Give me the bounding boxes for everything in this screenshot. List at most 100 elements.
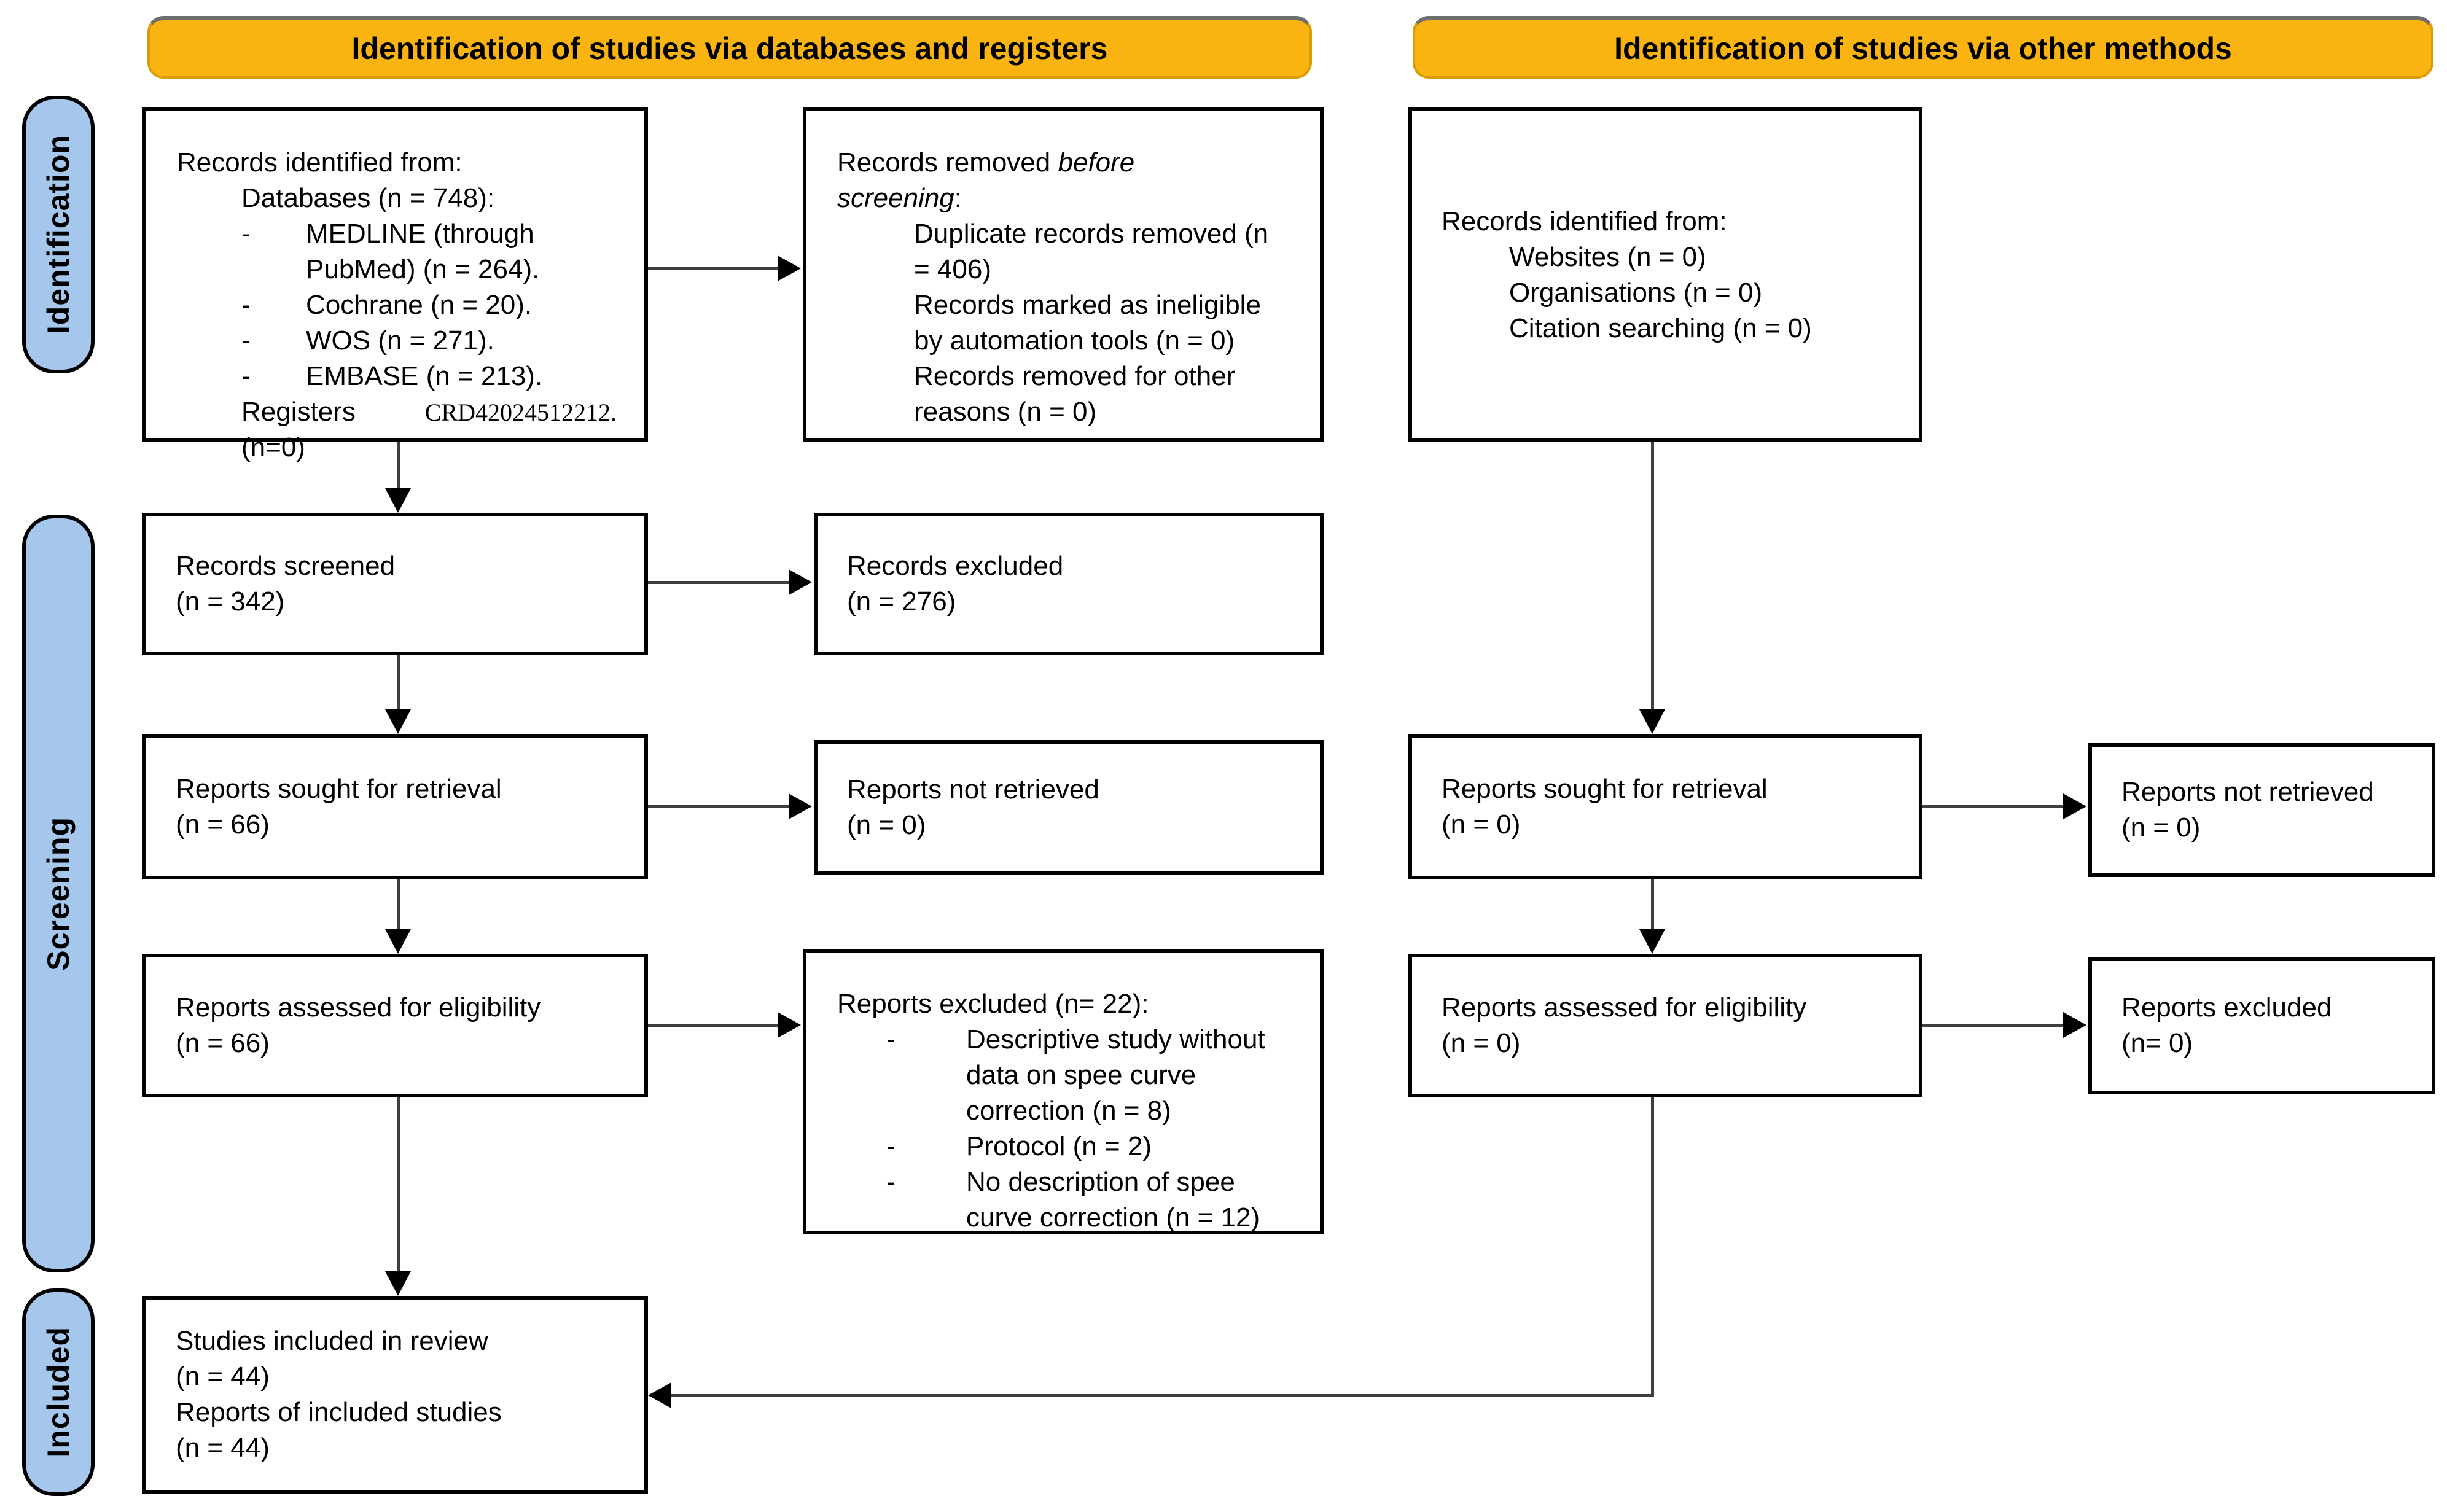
sidebar-included: Included: [22, 1288, 95, 1496]
arrow-otherassessed-to-included-head: [648, 1382, 671, 1408]
bullet-embase: - EMBASE (n = 213).: [241, 359, 617, 394]
arrow-otheridentified-to-sought-line: [1651, 442, 1654, 709]
arrow-otherassessed-to-included-line: [671, 1394, 1654, 1397]
banner-databases-label: Identification of studies via databases …: [351, 31, 1108, 66]
bullet-cochrane: - Cochrane (n = 20).: [241, 287, 617, 323]
other-citation-searching: Citation searching (n = 0): [1509, 313, 1812, 343]
box-reports-excluded-reasons: Reports excluded (n= 22): - Descriptive …: [803, 949, 1324, 1234]
reports-assessed-db-label: Reports assessed for eligibility: [176, 992, 541, 1023]
studies-included-count: (n = 44): [176, 1362, 270, 1392]
reports-not-retrieved-other-label: Reports not retrieved: [2121, 777, 2374, 807]
sidebar-identification-label: Identification: [41, 134, 76, 335]
arrow-sought-to-notretrieved-db-head: [789, 793, 812, 819]
reports-assessed-db-count: (n = 66): [176, 1028, 270, 1058]
excluded-reason-no-description: - No description of spee curve correctio…: [886, 1164, 1292, 1236]
banner-databases-registers: Identification of studies via databases …: [147, 16, 1312, 79]
arrow-identified-to-removed-line: [648, 267, 781, 270]
box-reports-not-retrieved-other: Reports not retrieved (n = 0): [2088, 743, 2435, 877]
bullet-dash: -: [241, 325, 251, 356]
records-excluded-count: (n = 276): [847, 586, 956, 617]
bullet-medline-text: MEDLINE (through PubMed) (n = 264).: [306, 219, 540, 284]
sidebar-screening: Screening: [22, 515, 95, 1272]
studies-included-label: Studies included in review: [176, 1326, 488, 1356]
arrow-otheridentified-to-sought-head: [1639, 709, 1665, 734]
arrow-screened-to-sought-head: [385, 709, 411, 734]
removed-other-reasons: Records removed for other reasons (n = 0…: [914, 361, 1236, 427]
box-reports-assessed-other: Reports assessed for eligibility (n = 0): [1408, 954, 1922, 1097]
excluded-reason-no-description-text: No description of spee curve correction …: [966, 1167, 1260, 1233]
arrow-sought-to-assessed-other-head: [1639, 929, 1665, 954]
other-identified-title: Records identified from:: [1442, 206, 1727, 236]
reports-assessed-other-label: Reports assessed for eligibility: [1442, 992, 1807, 1023]
box-records-excluded: Records excluded (n = 276): [814, 513, 1324, 655]
records-screened-label: Records screened: [176, 551, 396, 581]
box-records-identified-databases: Records identified from: Databases (n = …: [142, 107, 648, 462]
bullet-dash: -: [886, 1131, 896, 1161]
box-reports-excluded-other: Reports excluded (n= 0): [2088, 957, 2435, 1094]
arrow-sought-to-assessed-db-head: [385, 929, 411, 954]
arrow-sought-to-notretrieved-other-head: [2063, 793, 2086, 819]
records-screened-count: (n = 342): [176, 586, 285, 617]
bullet-dash: -: [241, 361, 251, 391]
removed-automation: Records marked as ineligible by automati…: [914, 290, 1261, 356]
box-records-screened: Records screened (n = 342): [142, 513, 648, 655]
excluded-reason-protocol-text: Protocol (n = 2): [966, 1131, 1152, 1161]
reports-included-count: (n = 44): [176, 1433, 270, 1463]
bullet-embase-text: EMBASE (n = 213).: [306, 361, 543, 391]
records-identified-title: Records identified from:: [177, 147, 462, 177]
bullet-dash: -: [886, 1024, 896, 1054]
records-removed-title-italic: before screening: [837, 147, 1135, 213]
removed-duplicates: Duplicate records removed (n = 406): [914, 219, 1269, 284]
records-removed-title: Records removed before screening:: [837, 147, 1135, 213]
reports-assessed-other-count: (n = 0): [1442, 1028, 1521, 1058]
arrow-sought-to-notretrieved-other-line: [1922, 805, 2064, 808]
banner-other-methods: Identification of studies via other meth…: [1413, 16, 2433, 79]
reports-excluded-title: Reports excluded (n= 22):: [837, 989, 1149, 1019]
sidebar-identification: Identification: [22, 96, 95, 373]
reports-sought-db-label: Reports sought for retrieval: [176, 773, 502, 804]
reports-sought-other-label: Reports sought for retrieval: [1442, 773, 1768, 804]
box-reports-assessed-databases: Reports assessed for eligibility (n = 66…: [142, 954, 648, 1097]
bullet-cochrane-text: Cochrane (n = 20).: [306, 290, 533, 320]
excluded-reason-descriptive-text: Descriptive study without data on spee c…: [966, 1024, 1265, 1126]
arrow-otherassessed-elbow-vertical: [1651, 1097, 1654, 1397]
arrow-sought-to-assessed-db-line: [397, 879, 400, 929]
arrow-assessed-to-included-head: [385, 1271, 411, 1296]
box-records-removed: Records removed before screening: Duplic…: [803, 107, 1324, 442]
reports-included-label: Reports of included studies: [176, 1397, 502, 1427]
reports-excluded-other-label: Reports excluded: [2121, 992, 2332, 1023]
arrow-assessed-to-excluded-db-line: [648, 1024, 781, 1027]
arrow-assessed-to-included-line: [397, 1097, 400, 1271]
arrow-screened-to-excluded-head: [789, 569, 812, 595]
registers-count: Registers (n=0): [241, 397, 356, 462]
bullet-wos-text: WOS (n = 271).: [306, 325, 494, 356]
bullet-wos: - WOS (n = 271).: [241, 323, 617, 359]
other-websites: Websites (n = 0): [1509, 241, 1706, 272]
sidebar-included-label: Included: [41, 1327, 76, 1458]
banner-other-label: Identification of studies via other meth…: [1614, 31, 2232, 66]
reports-sought-other-count: (n = 0): [1442, 809, 1521, 840]
registry-id: CRD42024512212.: [424, 399, 617, 426]
box-studies-included: Studies included in review (n = 44) Repo…: [142, 1296, 648, 1494]
databases-count: Databases (n = 748):: [241, 183, 495, 213]
registers-line: Registers (n=0) CRD42024512212.: [241, 394, 617, 466]
excluded-reason-protocol: - Protocol (n = 2): [886, 1129, 1292, 1164]
arrow-identified-to-screened-head: [385, 488, 411, 513]
bullet-medline: - MEDLINE (through PubMed) (n = 264).: [241, 216, 617, 287]
box-reports-not-retrieved-databases: Reports not retrieved (n = 0): [814, 740, 1324, 875]
box-records-identified-other: Records identified from: Websites (n = 0…: [1408, 107, 1922, 442]
excluded-reason-descriptive: - Descriptive study without data on spee…: [886, 1022, 1292, 1129]
reports-not-retrieved-other-count: (n = 0): [2121, 813, 2201, 843]
records-excluded-label: Records excluded: [847, 551, 1064, 581]
arrow-assessed-to-excluded-db-head: [778, 1012, 801, 1038]
reports-not-retrieved-db-count: (n = 0): [847, 810, 926, 840]
bullet-dash: -: [241, 219, 251, 249]
arrow-assessed-to-excluded-other-head: [2063, 1012, 2086, 1038]
reports-excluded-other-count: (n= 0): [2121, 1028, 2193, 1058]
box-reports-sought-other: Reports sought for retrieval (n = 0): [1408, 734, 1922, 879]
arrow-sought-to-notretrieved-db-line: [648, 805, 790, 808]
other-organisations: Organisations (n = 0): [1509, 277, 1763, 308]
reports-not-retrieved-db-label: Reports not retrieved: [847, 774, 1099, 805]
arrow-identified-to-screened-line: [397, 442, 400, 488]
